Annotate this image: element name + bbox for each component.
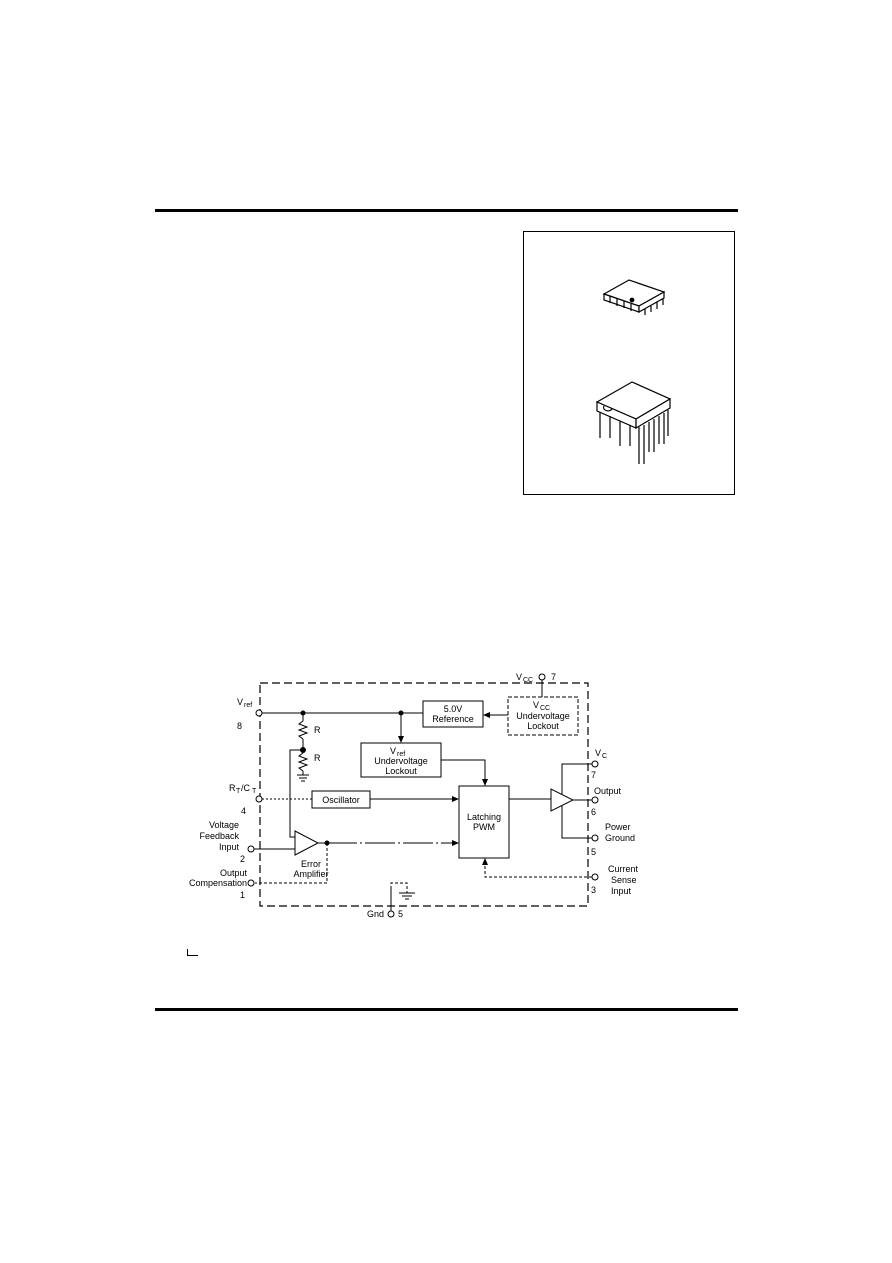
svg-text:PWM: PWM (473, 822, 495, 832)
svg-text:Compensation: Compensation (189, 878, 247, 888)
header-rule (155, 209, 738, 212)
svg-text:V: V (533, 700, 539, 710)
pin-vcc-sub: CC (523, 677, 533, 684)
svg-text:Feedback: Feedback (199, 831, 239, 841)
svg-text:1: 1 (240, 890, 245, 900)
pin-gnd: Gnd 5 (367, 909, 403, 919)
svg-text:6: 6 (591, 807, 596, 817)
svg-text:Lockout: Lockout (385, 766, 417, 776)
error-amplifier: Error Amplifier (293, 830, 329, 879)
svg-text:R: R (229, 783, 236, 793)
svg-text:Undervoltage: Undervoltage (374, 756, 428, 766)
pin-vref: V ref 8 (237, 697, 263, 731)
package-illustration-box (523, 231, 735, 495)
svg-text:Output: Output (220, 868, 248, 878)
pin-vc: V C 7 (591, 748, 607, 780)
pin-power-ground: Power Ground 5 (591, 822, 635, 857)
resistor-divider (297, 713, 309, 782)
soic-package-icon (602, 279, 666, 315)
svg-text:Power: Power (605, 822, 631, 832)
pin-vcc-label: V (516, 672, 522, 682)
svg-text:3: 3 (591, 885, 596, 895)
footer-rule (155, 1008, 738, 1011)
pin-current-sense: Current Sense Input 3 (591, 864, 639, 896)
pin-output-compensation: Output Compensation 1 (189, 868, 255, 900)
vref-uvlo-block: V ref Undervoltage Lockout (360, 742, 442, 778)
output-driver (550, 788, 575, 812)
corner-mark (187, 949, 198, 956)
dip-package-icon (595, 381, 672, 464)
resistor-label-bottom: R (314, 753, 321, 763)
package-outline (259, 682, 589, 907)
reference-block: 5.0V Reference (422, 700, 484, 728)
svg-text:5.0V: 5.0V (444, 704, 463, 714)
svg-text:CC: CC (540, 705, 550, 712)
svg-text:Error: Error (301, 859, 321, 869)
oscillator-block: Oscillator (311, 790, 371, 809)
pin-vcc-number: 7 (551, 672, 556, 682)
svg-text:Input: Input (611, 886, 632, 896)
svg-text:C: C (602, 753, 607, 760)
svg-text:/C: /C (241, 783, 251, 793)
block-diagram: V CC 7 V CC Undervoltage Lockout 5.0V Re… (189, 672, 639, 919)
svg-text:Gnd: Gnd (367, 909, 384, 919)
svg-text:V: V (595, 748, 601, 758)
svg-text:ref: ref (397, 751, 405, 758)
ground-symbol (390, 882, 415, 911)
resistor-label-top: R (314, 725, 321, 735)
svg-text:8: 8 (237, 721, 242, 731)
svg-text:2: 2 (240, 854, 245, 864)
vcc-uvlo-block: V CC Undervoltage Lockout (507, 696, 579, 736)
pin-output: Output 6 (591, 786, 622, 817)
svg-text:Voltage: Voltage (209, 820, 239, 830)
svg-text:Latching: Latching (467, 812, 501, 822)
svg-text:4: 4 (241, 806, 246, 816)
latching-pwm-block: Latching PWM (458, 785, 510, 859)
svg-text:T: T (252, 788, 257, 795)
svg-text:Oscillator: Oscillator (322, 795, 360, 805)
svg-text:V: V (390, 746, 396, 756)
svg-text:Undervoltage: Undervoltage (516, 711, 570, 721)
svg-text:Lockout: Lockout (527, 721, 559, 731)
svg-text:5: 5 (398, 909, 403, 919)
svg-text:Current: Current (608, 864, 639, 874)
svg-text:ref: ref (244, 702, 252, 709)
svg-text:Amplifier: Amplifier (293, 869, 328, 879)
svg-text:7: 7 (591, 770, 596, 780)
pin-rtct: R T /C T 4 (229, 783, 263, 816)
svg-text:Ground: Ground (605, 833, 635, 843)
svg-text:Output: Output (594, 786, 622, 796)
svg-text:T: T (236, 788, 241, 795)
svg-text:V: V (237, 697, 243, 707)
pin-vcc: V CC 7 (516, 672, 556, 697)
svg-text:Input: Input (219, 842, 240, 852)
pin-voltage-feedback: Voltage Feedback Input 2 (199, 820, 255, 864)
svg-text:Sense: Sense (611, 875, 637, 885)
svg-text:5: 5 (591, 847, 596, 857)
svg-text:Reference: Reference (432, 714, 474, 724)
